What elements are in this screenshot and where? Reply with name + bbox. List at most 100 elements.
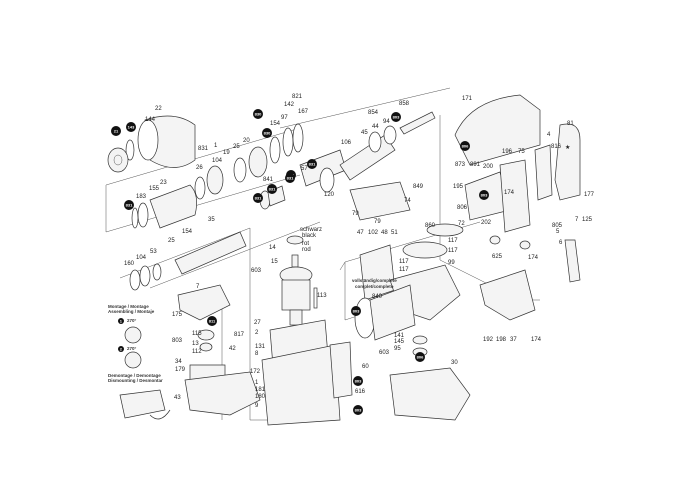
badge-circle bbox=[351, 306, 361, 316]
part-number-label: 174 bbox=[504, 190, 515, 196]
badge-label: 21 bbox=[114, 129, 119, 134]
part-number-label: 19 bbox=[223, 150, 230, 156]
badge-label: 830 bbox=[255, 112, 262, 117]
part-number-label: 79 bbox=[374, 219, 381, 225]
wire-label-black: black bbox=[302, 233, 317, 239]
part-number-label: 192 bbox=[483, 337, 494, 343]
part-number-label: 175 bbox=[172, 312, 183, 318]
disassembly-title-2: Dismounting / Desmontar bbox=[108, 378, 163, 383]
badge-circle bbox=[253, 109, 263, 119]
badge-label: 803 bbox=[355, 408, 362, 413]
badge-circle bbox=[353, 405, 363, 415]
part-number-label: 104 bbox=[136, 255, 147, 261]
part-number-label: 196 bbox=[502, 149, 513, 155]
part-number-label: 202 bbox=[481, 220, 492, 226]
reference-badge: 831 bbox=[307, 159, 317, 169]
part-number-label: 14 bbox=[269, 245, 276, 251]
badge-circle bbox=[207, 316, 217, 326]
part-number-label: 13 bbox=[192, 341, 199, 347]
reference-badge: 831 bbox=[253, 193, 263, 203]
step-1-marker bbox=[118, 318, 124, 324]
part-number-label: 821 bbox=[292, 94, 303, 100]
reference-badge: 803 bbox=[353, 376, 363, 386]
badge-circle bbox=[111, 126, 121, 136]
part-number-label: 4 bbox=[547, 132, 551, 138]
badge-label: 831 bbox=[287, 176, 294, 181]
part-number-label: 860 bbox=[425, 223, 436, 229]
badge-label: 831 bbox=[126, 203, 133, 208]
motor-assembly bbox=[261, 235, 341, 426]
part-number-label: 74 bbox=[404, 198, 411, 204]
step-2-marker bbox=[118, 346, 124, 352]
part-number-label: 1 bbox=[214, 143, 218, 149]
part-number-label: 144 bbox=[145, 117, 156, 123]
part-number-label: 25 bbox=[233, 144, 240, 150]
part-number-label: 9 bbox=[255, 403, 259, 409]
part-number-label: 1 bbox=[255, 380, 259, 386]
part-number-label: 102 bbox=[368, 230, 379, 236]
badge-circle bbox=[267, 184, 277, 194]
assembly-illustrations bbox=[119, 326, 171, 420]
part-number-label: 160 bbox=[124, 261, 135, 267]
part-number-label: 47 bbox=[357, 230, 364, 236]
badge-label: 806 bbox=[462, 144, 469, 149]
badge-circle bbox=[415, 352, 425, 362]
part-number-label: 841 bbox=[263, 177, 274, 183]
part-number-label: 141 bbox=[394, 333, 405, 339]
part-number-label: 145 bbox=[394, 339, 405, 345]
part-number-label: 15 bbox=[271, 259, 278, 265]
angle-2: 270° bbox=[127, 346, 137, 351]
part-number-label: 171 bbox=[462, 96, 473, 102]
part-number-label: 174 bbox=[528, 255, 539, 261]
part-number-label: 106 bbox=[341, 140, 352, 146]
part-number-label: 817 bbox=[234, 332, 245, 338]
wire-label-rod: rod bbox=[302, 247, 311, 253]
part-number-label: 60 bbox=[362, 364, 369, 370]
part-number-label: 42 bbox=[229, 346, 236, 352]
badge-circle bbox=[391, 112, 401, 122]
gear-housing bbox=[329, 181, 471, 421]
badge-circle bbox=[479, 190, 489, 200]
badge-label: 803 bbox=[355, 379, 362, 384]
part-number-label: 72 bbox=[458, 221, 465, 227]
part-number-label: 131 bbox=[255, 344, 266, 350]
part-number-label: 75 bbox=[518, 149, 525, 155]
reference-badge: 831 bbox=[267, 184, 277, 194]
part-number-label: 113 bbox=[317, 293, 327, 299]
part-number-label: 177 bbox=[584, 192, 595, 198]
part-number-label: 23 bbox=[160, 180, 167, 186]
disassembly-title-1: Demontage / Demontage bbox=[108, 373, 161, 378]
reference-badge: 21 bbox=[111, 126, 121, 136]
step-1-label: 1 bbox=[120, 319, 123, 324]
badge-circle bbox=[460, 141, 470, 151]
badge-label: 831 bbox=[309, 162, 316, 167]
assembly-title-1: Montage / Montage bbox=[108, 304, 149, 309]
part-number-label: 115 bbox=[192, 331, 202, 337]
part-number-label: 104 bbox=[212, 158, 223, 164]
part-number-label: 7 bbox=[196, 284, 200, 290]
step-2-label: 2 bbox=[120, 347, 123, 352]
reference-badge: 803 bbox=[351, 306, 361, 316]
part-number-label: 117 bbox=[448, 238, 458, 244]
part-number-label: 174 bbox=[531, 337, 542, 343]
part-number-label: 57 bbox=[301, 166, 308, 172]
badge-circle bbox=[353, 376, 363, 386]
part-number-label: 179 bbox=[175, 367, 186, 373]
part-number-label: 99 bbox=[448, 260, 455, 266]
part-number-label: 625 bbox=[492, 254, 503, 260]
badge-label: 803 bbox=[393, 115, 400, 120]
part-number-label: 97 bbox=[281, 115, 288, 121]
part-number-label: 95 bbox=[394, 346, 401, 352]
reference-badge: 811 bbox=[207, 316, 217, 326]
lower-housing-parts bbox=[177, 284, 261, 416]
reference-badge: 143 bbox=[126, 122, 136, 132]
complete-note-2: complet/completo bbox=[355, 284, 394, 289]
reference-badge: 806 bbox=[460, 141, 470, 151]
part-number-label: 858 bbox=[399, 101, 410, 107]
reference-badge: 830 bbox=[262, 128, 272, 138]
part-number-label: 51 bbox=[391, 230, 398, 236]
part-number-label: 7 bbox=[575, 217, 579, 223]
spindle bbox=[129, 231, 247, 291]
